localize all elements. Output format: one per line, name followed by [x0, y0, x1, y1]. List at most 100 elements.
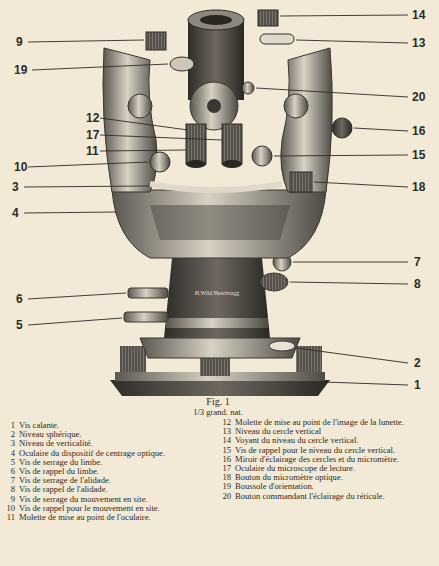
legend-text: Molette de mise au point de l'image de l… [235, 418, 434, 427]
trunnion [128, 94, 152, 118]
legend-text: Vis calante. [19, 421, 214, 430]
legend-number: 13 [218, 427, 235, 436]
compass [170, 57, 194, 71]
legend-number: 5 [2, 458, 19, 467]
legend-column: 1Vis calante.2Niveau sphérique.3Niveau d… [2, 421, 214, 522]
legend-text: Boussole d'orientation. [235, 482, 434, 491]
legend-number: 17 [218, 464, 235, 473]
legend-number: 10 [2, 504, 19, 513]
legend-number: 12 [218, 418, 235, 427]
legend-text: Oculaire du microscope de lecture. [235, 464, 434, 473]
callout-number: 11 [86, 144, 99, 158]
clamp-screw [128, 288, 168, 298]
legend-row: 4Oculaire du dispositif de centrage opti… [2, 449, 214, 458]
callout-number: 13 [412, 36, 425, 50]
legend-number: 19 [218, 482, 235, 491]
legend-text: Vis de serrage de l'alidade. [19, 476, 214, 485]
legend-number: 16 [218, 455, 235, 464]
legend-row: 3Niveau de verticalité. [2, 439, 214, 448]
legend-number: 1 [2, 421, 19, 430]
legend-number: 6 [2, 467, 19, 476]
legend-number: 7 [2, 476, 19, 485]
legend-text: Niveau de verticalité. [19, 439, 214, 448]
circular-level [269, 341, 295, 351]
maker-engraving: H.Wild Heerbrugg [195, 290, 240, 296]
legend-row: 9Vis de serrage du mouvement en site. [2, 495, 214, 504]
legend-row: 5Vis de serrage du limbe. [2, 458, 214, 467]
legend-number: 15 [218, 446, 235, 455]
callout-number: 12 [86, 111, 99, 125]
legend-text: Voyant du niveau du cercle vertical. [235, 436, 434, 445]
legend-row: 1Vis calante. [2, 421, 214, 430]
mirror [332, 118, 352, 138]
theodolite-illustration [0, 0, 439, 400]
legend-row: 16Miroir d'éclairage des cercles et du m… [218, 455, 434, 464]
tribrach [140, 338, 300, 358]
legend-number: 8 [2, 485, 19, 494]
illumination-knob [242, 82, 254, 94]
legend-text: Niveau du cercle vertical [235, 427, 434, 436]
legend-text: Molette de mise au point de l'oculaire. [19, 513, 214, 522]
alidade-housing [112, 190, 326, 258]
leveling-screw [120, 346, 146, 372]
legend-number: 3 [2, 439, 19, 448]
legend-number: 9 [2, 495, 19, 504]
telescope-eyepiece [188, 10, 244, 30]
callout-number: 9 [16, 35, 23, 49]
legend-text: Vis de serrage du mouvement en site. [19, 495, 214, 504]
focus-knob [186, 124, 206, 164]
callout-number: 3 [12, 180, 19, 194]
telescope-hub [190, 82, 238, 130]
micrometer-knob [290, 172, 312, 192]
legend-text: Vis de serrage du limbe. [19, 458, 214, 467]
base-plate [110, 380, 330, 396]
legend-text: Miroir d'éclairage des cercles et du mic… [235, 455, 434, 464]
lower-body [164, 258, 270, 338]
legend-row: 19Boussole d'orientation. [218, 482, 434, 491]
callout-number: 8 [414, 277, 421, 291]
clamp-knob [146, 32, 166, 50]
vertical-level [150, 184, 282, 190]
legend-row: 15Vis de rappel pour le niveau du cercle… [218, 446, 434, 455]
callout-number: 18 [412, 180, 425, 194]
legend-row: 10Vis de rappel pour le mouvement en sit… [2, 504, 214, 513]
microscope-eyepiece [222, 124, 242, 164]
legend-row: 2Niveau sphérique. [2, 430, 214, 439]
legend-text: Vis de rappel pour le mouvement en site. [19, 504, 214, 513]
legend-number: 18 [218, 473, 235, 482]
legend-text: Niveau sphérique. [19, 430, 214, 439]
callout-number: 10 [14, 160, 27, 174]
legend-column: 12Molette de mise au point de l'image de… [218, 418, 434, 501]
legend-text: Vis de rappel pour le niveau du cercle v… [235, 446, 434, 455]
left-standard [103, 48, 157, 192]
legend-row: 17Oculaire du microscope de lecture. [218, 464, 434, 473]
legend-text: Bouton commandant l'éclairage du réticul… [235, 492, 434, 501]
legend-number: 14 [218, 436, 235, 445]
callout-number: 7 [414, 255, 421, 269]
legend-row: 20Bouton commandant l'éclairage du rétic… [218, 492, 434, 501]
legend-row: 6Vis de rappel du limbe. [2, 467, 214, 476]
legend-row: 11Molette de mise au point de l'oculaire… [2, 513, 214, 522]
callout-number: 2 [414, 356, 421, 370]
right-standard [281, 48, 332, 192]
level-tangent-knob [252, 146, 272, 166]
legend-row: 13Niveau du cercle vertical [218, 427, 434, 436]
legend-row: 18Bouton du micromètre optique. [218, 473, 434, 482]
legend-number: 11 [2, 513, 19, 522]
legend-text: Vis de rappel du limbe. [19, 467, 214, 476]
callout-number: 16 [412, 124, 425, 138]
trunnion [284, 94, 308, 118]
callout-number: 6 [16, 292, 23, 306]
leader-lines [24, 15, 408, 385]
alidade-tangent [260, 273, 288, 291]
callout-number: 1 [414, 378, 421, 392]
legend-row: 8Vis de rappel de l'alidade. [2, 485, 214, 494]
callout-number: 15 [412, 148, 425, 162]
vertical-circle-level [260, 34, 294, 44]
figure-caption: Fig. 1 [206, 396, 229, 407]
tangent-screw [124, 312, 168, 322]
legend-text: Vis de rappel de l'alidade. [19, 485, 214, 494]
callout-number: 4 [12, 206, 19, 220]
leveling-screw [200, 356, 230, 376]
legend-row: 12Molette de mise au point de l'image de… [218, 418, 434, 427]
